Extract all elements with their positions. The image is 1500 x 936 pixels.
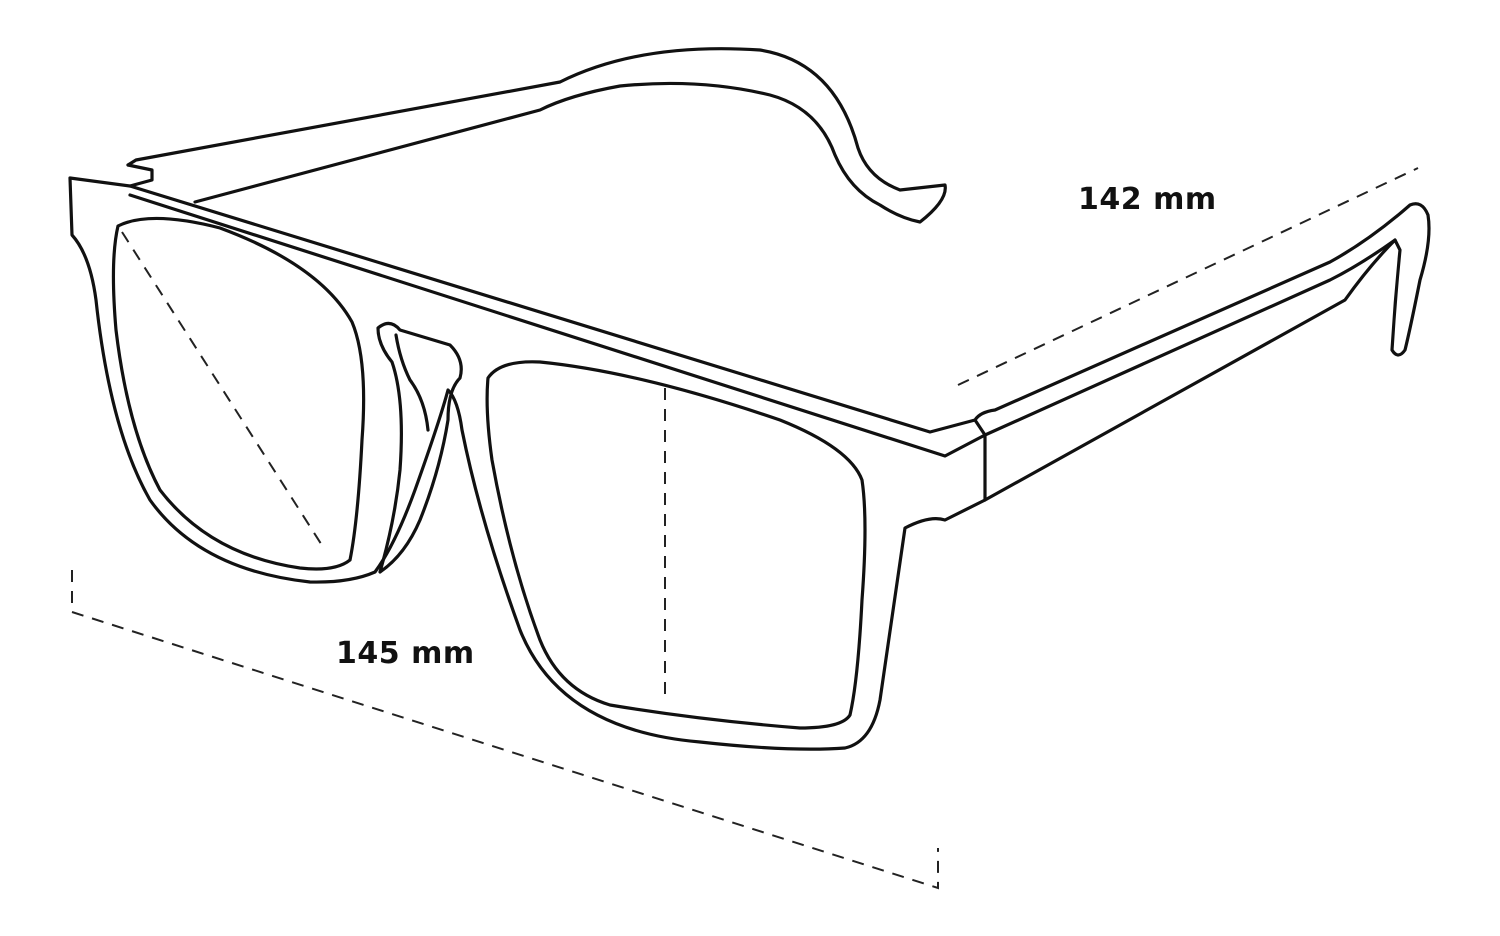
front-temple-arm	[973, 202, 1431, 502]
left-lens-rim	[111, 216, 366, 571]
back-temple-arm	[126, 47, 947, 224]
front-temple-inner-edge	[983, 238, 1397, 437]
temple-length-guide	[957, 167, 1419, 386]
temple-length-label: 142 mm	[1078, 182, 1217, 217]
front-frame-outline	[68, 176, 987, 751]
nose-bridge	[376, 321, 463, 574]
frame-width-guide	[71, 570, 939, 890]
nose-pad-inner	[394, 333, 430, 432]
back-temple-hinge	[126, 163, 154, 188]
right-lens-rim	[485, 360, 867, 730]
frame-width-label: 145 mm	[336, 636, 475, 671]
